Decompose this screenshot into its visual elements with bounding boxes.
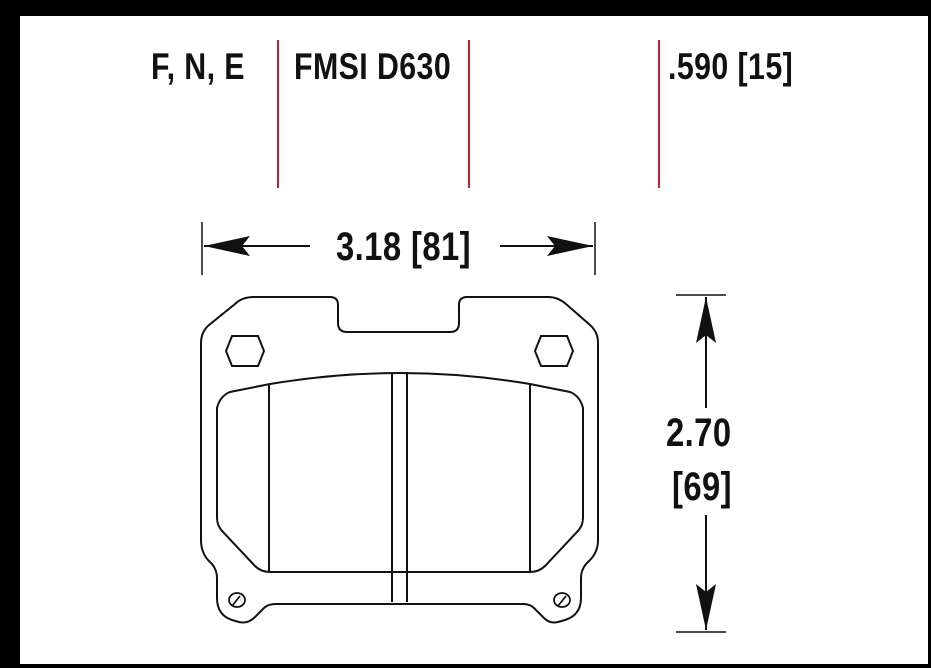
- mounting-hole-right-icon: [533, 335, 575, 367]
- compound-codes: F, N, E: [151, 46, 245, 87]
- height-dimension: [676, 294, 726, 633]
- arrow-down-icon: [696, 584, 716, 630]
- fmsi-number: FMSI D630: [294, 46, 452, 87]
- spec-sheet: [20, 16, 928, 664]
- arrow-up-icon: [696, 297, 716, 343]
- arrow-right-icon: [547, 236, 593, 256]
- width-dimension: [201, 222, 596, 275]
- clip-hole-left-icon: [228, 592, 246, 608]
- height-label-mm: [69]: [672, 465, 732, 509]
- friction-material-outline: [216, 372, 584, 573]
- clip-hole-right-icon: [553, 592, 571, 608]
- height-label-inches: 2.70: [666, 411, 732, 455]
- mounting-hole-left-icon: [224, 335, 266, 367]
- width-label: 3.18 [81]: [336, 225, 471, 269]
- arrow-left-icon: [204, 236, 250, 256]
- pad-thickness: .590 [15]: [668, 46, 794, 87]
- backing-plate-outline: [200, 296, 599, 624]
